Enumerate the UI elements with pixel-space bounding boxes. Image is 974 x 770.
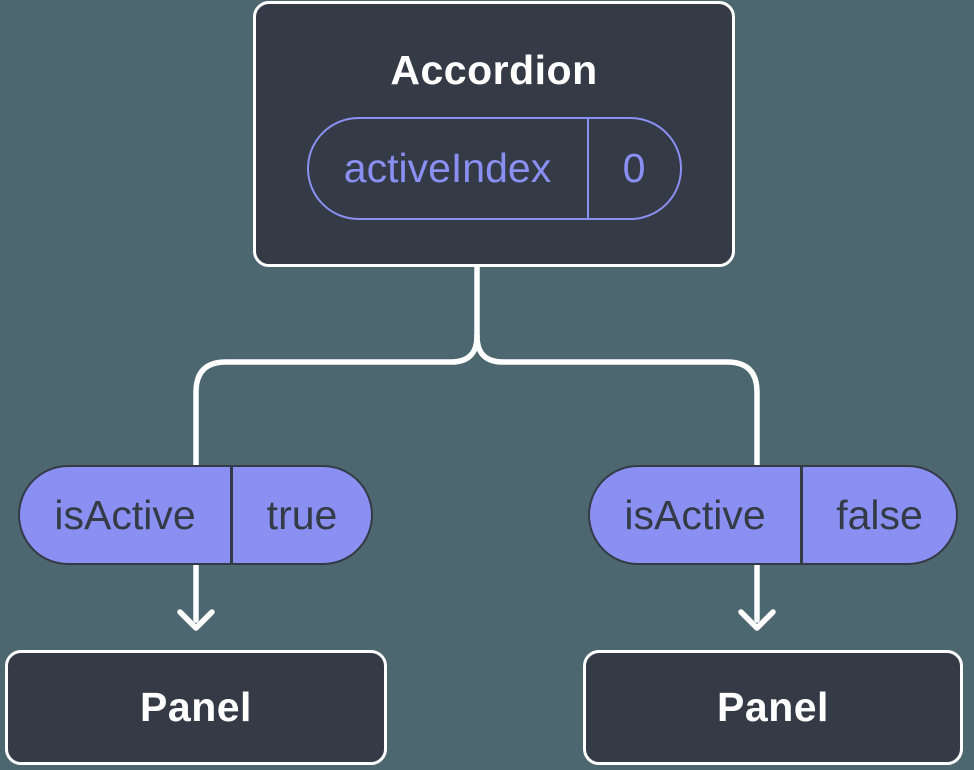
branch-left-line xyxy=(193,333,480,470)
accordion-node: Accordion activeIndex 0 xyxy=(253,1,735,267)
state-pill: activeIndex 0 xyxy=(306,117,682,221)
state-value: 0 xyxy=(622,145,646,192)
panel-node-left: Panel xyxy=(5,650,387,765)
prop-name-left: isActive xyxy=(20,467,233,563)
panel-title-right: Panel xyxy=(717,683,829,730)
panel-title-left: Panel xyxy=(140,683,252,730)
prop-pill-left: isActive true xyxy=(18,465,373,565)
arrow-down-left-icon xyxy=(177,562,215,631)
state-name: activeIndex xyxy=(309,119,589,219)
panel-node-right: Panel xyxy=(583,650,963,765)
prop-pill-right: isActive false xyxy=(588,465,958,565)
arrow-down-right-icon xyxy=(738,562,776,631)
prop-value-left: true xyxy=(266,491,338,538)
branch-right-line xyxy=(474,333,760,470)
prop-value-right: false xyxy=(836,491,923,538)
accordion-title: Accordion xyxy=(390,46,598,93)
prop-name-right: isActive xyxy=(590,467,803,563)
